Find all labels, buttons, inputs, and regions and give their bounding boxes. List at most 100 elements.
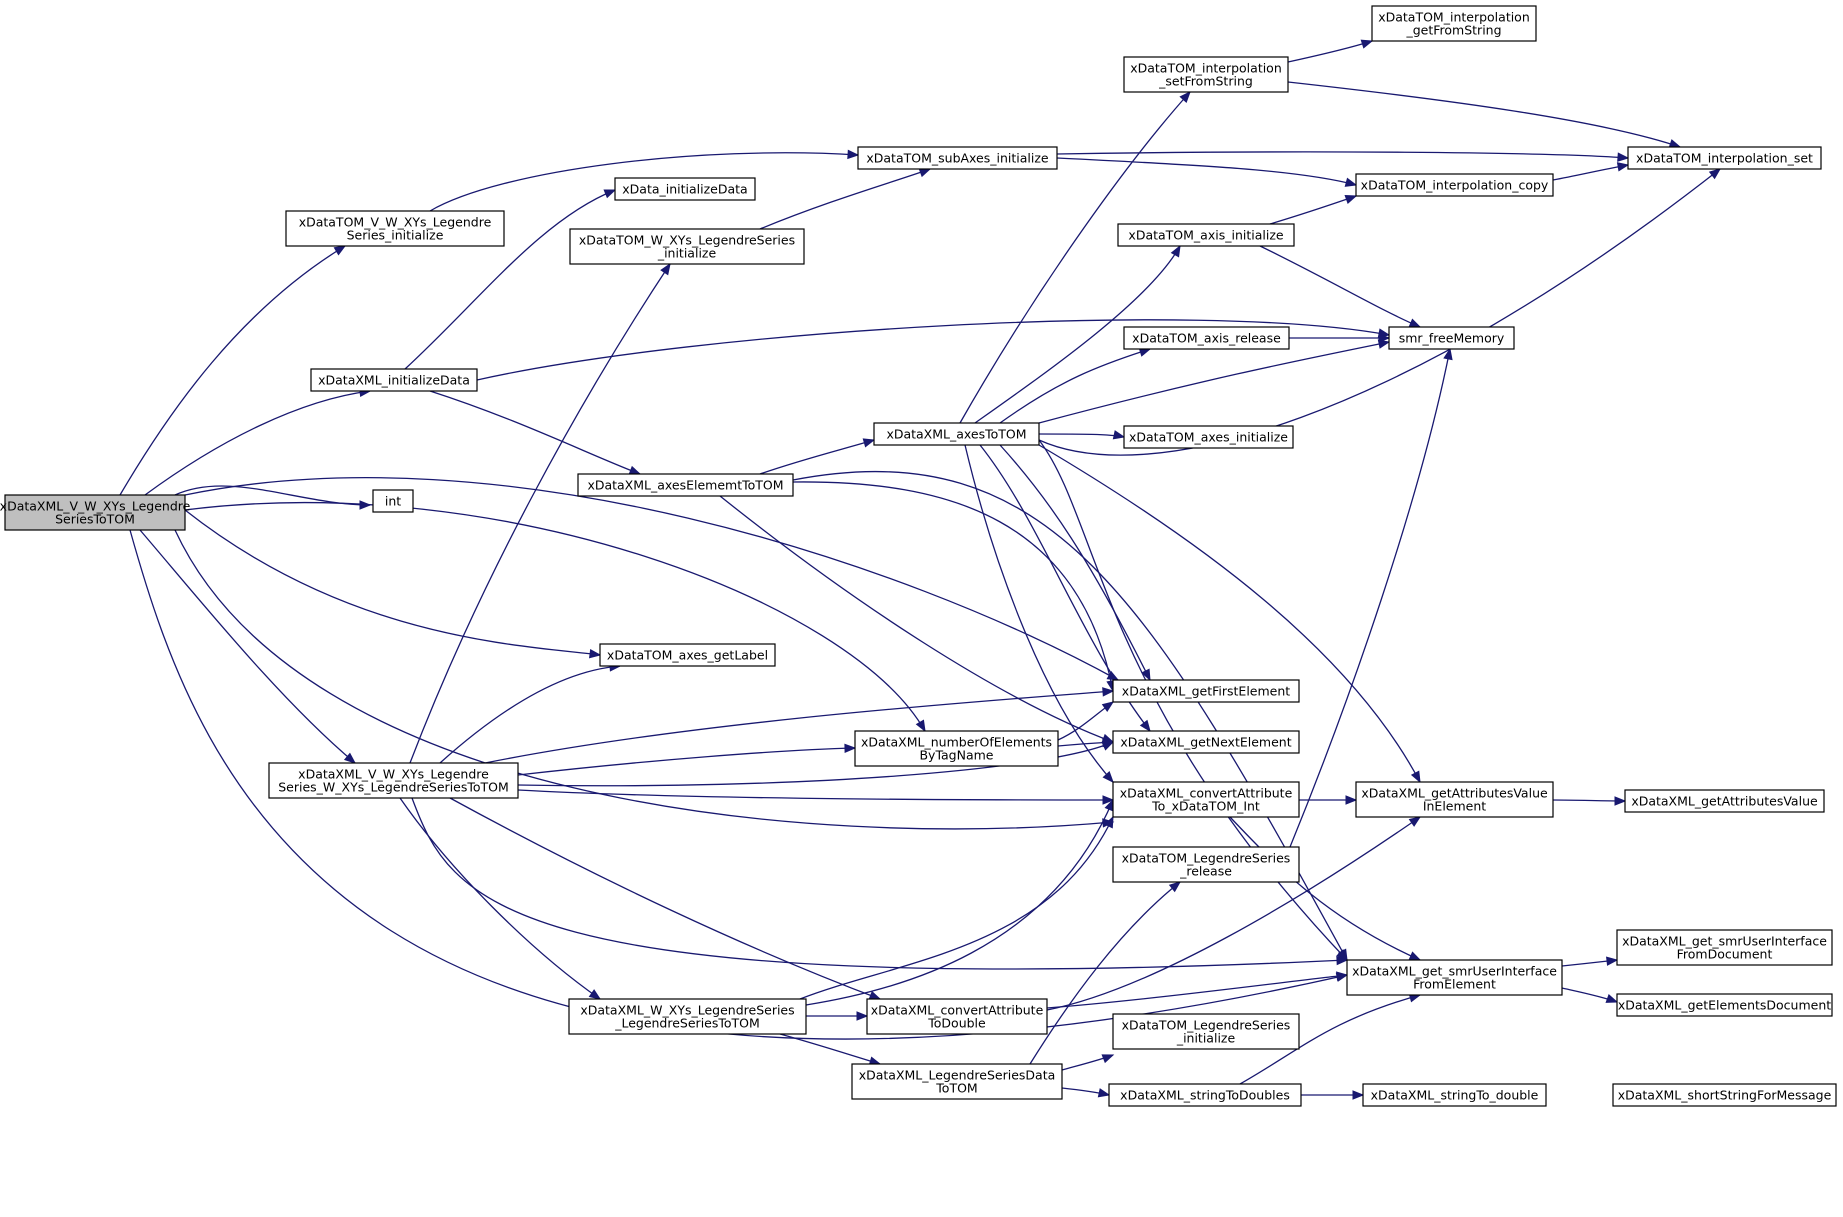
edge-str2double-to-shortstr — [1561, 987, 1619, 1003]
arrowhead-icon — [918, 168, 932, 178]
node-label: xDataTOM_V_W_XYs_Legendre — [299, 215, 492, 230]
node-ls-init[interactable]: xDataTOM_LegendreSeries_initialize — [1112, 1013, 1300, 1050]
node-elemdoc[interactable]: xDataXML_getElementsDocument — [1616, 993, 1833, 1017]
edge-ls_release-to-freemem — [1229, 816, 1422, 961]
node-label: xDataTOM_axes_getLabel — [607, 648, 768, 663]
edge-initdata-to-xdata_init — [404, 189, 617, 370]
node-str2double[interactable]: xDataXML_stringTo_double — [1362, 1083, 1547, 1107]
edge-line — [144, 390, 371, 496]
node-axis-init[interactable]: xDataTOM_axis_initialize — [1117, 223, 1295, 247]
node-vw-w[interactable]: xDataXML_V_W_XYs_LegendreSeries_W_XYs_Le… — [268, 762, 519, 799]
edge-subaxes-to-interp_copy — [805, 798, 1114, 1006]
arrowhead-icon — [844, 743, 857, 754]
arrowhead-icon — [589, 649, 602, 659]
node-label: To_xDataTOM_Int — [1151, 799, 1260, 814]
arrowhead-icon — [1336, 955, 1349, 966]
arrowhead-icon — [1112, 430, 1126, 440]
edge-line — [719, 495, 1114, 743]
node-ls-release[interactable]: xDataTOM_LegendreSeries_release — [1112, 846, 1300, 883]
node-box — [1123, 425, 1294, 449]
node-label: xDataXML_getElementsDocument — [1618, 998, 1831, 1013]
edge-convint-to-smrui_elem — [1299, 795, 1358, 805]
edge-line — [1046, 816, 1421, 1011]
edge-numelem-to-nextelem — [1057, 701, 1115, 741]
node-freemem[interactable]: smr_freeMemory — [1388, 326, 1515, 350]
node-axeselem[interactable]: xDataXML_axesElememtToTOM — [577, 473, 794, 497]
edge-axestotom-to-freemem — [999, 347, 1152, 424]
edge-line — [959, 91, 1191, 424]
arrowhead-icon — [856, 1011, 869, 1021]
node-box — [1112, 846, 1300, 883]
node-box — [866, 998, 1048, 1035]
edge-line — [964, 444, 1114, 783]
node-tomw-init[interactable]: xDataTOM_W_XYs_LegendreSeries_initialize — [569, 228, 805, 265]
node-attrval[interactable]: xDataXML_getAttributesValue — [1624, 789, 1825, 813]
node-xdata-init[interactable]: xData_initializeData — [614, 177, 756, 201]
edge-root-to-int — [174, 485, 372, 510]
node-label: xDataXML_getFirstElement — [1122, 684, 1290, 699]
node-interp-getstr[interactable]: xDataTOM_interpolation_getFromString — [1371, 5, 1537, 42]
arrowhead-icon — [588, 989, 602, 1000]
node-axestotom[interactable]: xDataXML_axesToTOM — [873, 422, 1040, 446]
arrowhead-icon — [1443, 347, 1453, 361]
node-w-ls[interactable]: xDataXML_W_XYs_LegendreSeries_LegendreSe… — [568, 998, 807, 1035]
edge-smrui_elem-to-smrui_doc — [1552, 796, 1627, 806]
node-box — [1346, 959, 1563, 996]
node-interp-set[interactable]: xDataTOM_interpolation_set — [1627, 146, 1822, 170]
edge-line — [399, 797, 601, 1000]
node-tomvw-init[interactable]: xDataTOM_V_W_XYs_LegendreSeries_initiali… — [285, 210, 505, 247]
node-shortstr[interactable]: xDataXML_shortStringForMessage — [1612, 1083, 1837, 1107]
edge-line — [792, 470, 1348, 961]
node-label: _setFromString — [1158, 74, 1253, 89]
arrowhead-icon — [915, 719, 926, 733]
node-axis-release[interactable]: xDataTOM_axis_release — [1123, 326, 1290, 350]
node-label: xDataTOM_subAxes_initialize — [866, 151, 1049, 166]
node-int[interactable]: int — [372, 489, 414, 513]
node-label: xDataXML_convertAttribute — [871, 1003, 1044, 1018]
edge-line — [119, 245, 346, 496]
node-root[interactable]: xDataXML_V_W_XYs_LegendreSeriesToTOM — [0, 494, 191, 531]
edge-root-to-axes_getlabel — [184, 509, 602, 659]
nodes-layer: xDataXML_V_W_XYs_LegendreSeriesToTOM xDat… — [0, 5, 1837, 1107]
node-box — [854, 730, 1059, 767]
arrowhead-icon — [1377, 339, 1391, 349]
node-firstelem[interactable]: xDataXML_getFirstElement — [1112, 679, 1300, 703]
node-smrui-doc[interactable]: xDataXML_get_smrUserInterfaceFromDocumen… — [1616, 929, 1833, 966]
node-axes-init[interactable]: xDataTOM_axes_initialize — [1123, 425, 1294, 449]
edge-vw_w-to-convdouble — [449, 797, 882, 1000]
node-interp-copy[interactable]: xDataTOM_interpolation_copy — [1355, 173, 1554, 197]
node-interp-setstr[interactable]: xDataTOM_interpolation_setFromString — [1123, 56, 1289, 93]
edge-line — [1046, 974, 1348, 1009]
node-box — [1112, 679, 1300, 703]
node-label: xData_initializeData — [622, 182, 747, 197]
node-box — [1371, 5, 1537, 42]
edge-lsdata-to-ls_init — [1029, 881, 1182, 1065]
arrowhead-icon — [1378, 333, 1391, 343]
node-initdata[interactable]: xDataXML_initializeData — [310, 368, 478, 392]
edge-line — [517, 741, 1114, 787]
edge-line — [1229, 816, 1421, 961]
edge-line — [174, 529, 1114, 830]
node-label: _initialize — [1176, 1031, 1236, 1046]
node-nextelem[interactable]: xDataXML_getNextElement — [1112, 730, 1300, 754]
edge-line — [1287, 81, 1681, 148]
edge-w_ls-to-convdouble — [799, 815, 1114, 1000]
node-box — [1612, 1083, 1837, 1107]
node-subaxes[interactable]: xDataTOM_subAxes_initialize — [857, 146, 1058, 170]
node-axes-getlabel[interactable]: xDataTOM_axes_getLabel — [599, 643, 776, 667]
node-str2doubles[interactable]: xDataXML_stringToDoubles — [1108, 1083, 1302, 1107]
arrowhead-icon — [1102, 771, 1114, 784]
edge-line — [439, 665, 621, 764]
edge-axestotom-to-firstelem — [1038, 168, 1722, 456]
edge-line — [1038, 168, 1721, 456]
arrowhead-icon — [1141, 668, 1151, 682]
node-box — [614, 177, 756, 201]
node-label: xDataTOM_axes_initialize — [1129, 430, 1288, 445]
node-label: xDataXML_numberOfElements — [861, 735, 1052, 750]
